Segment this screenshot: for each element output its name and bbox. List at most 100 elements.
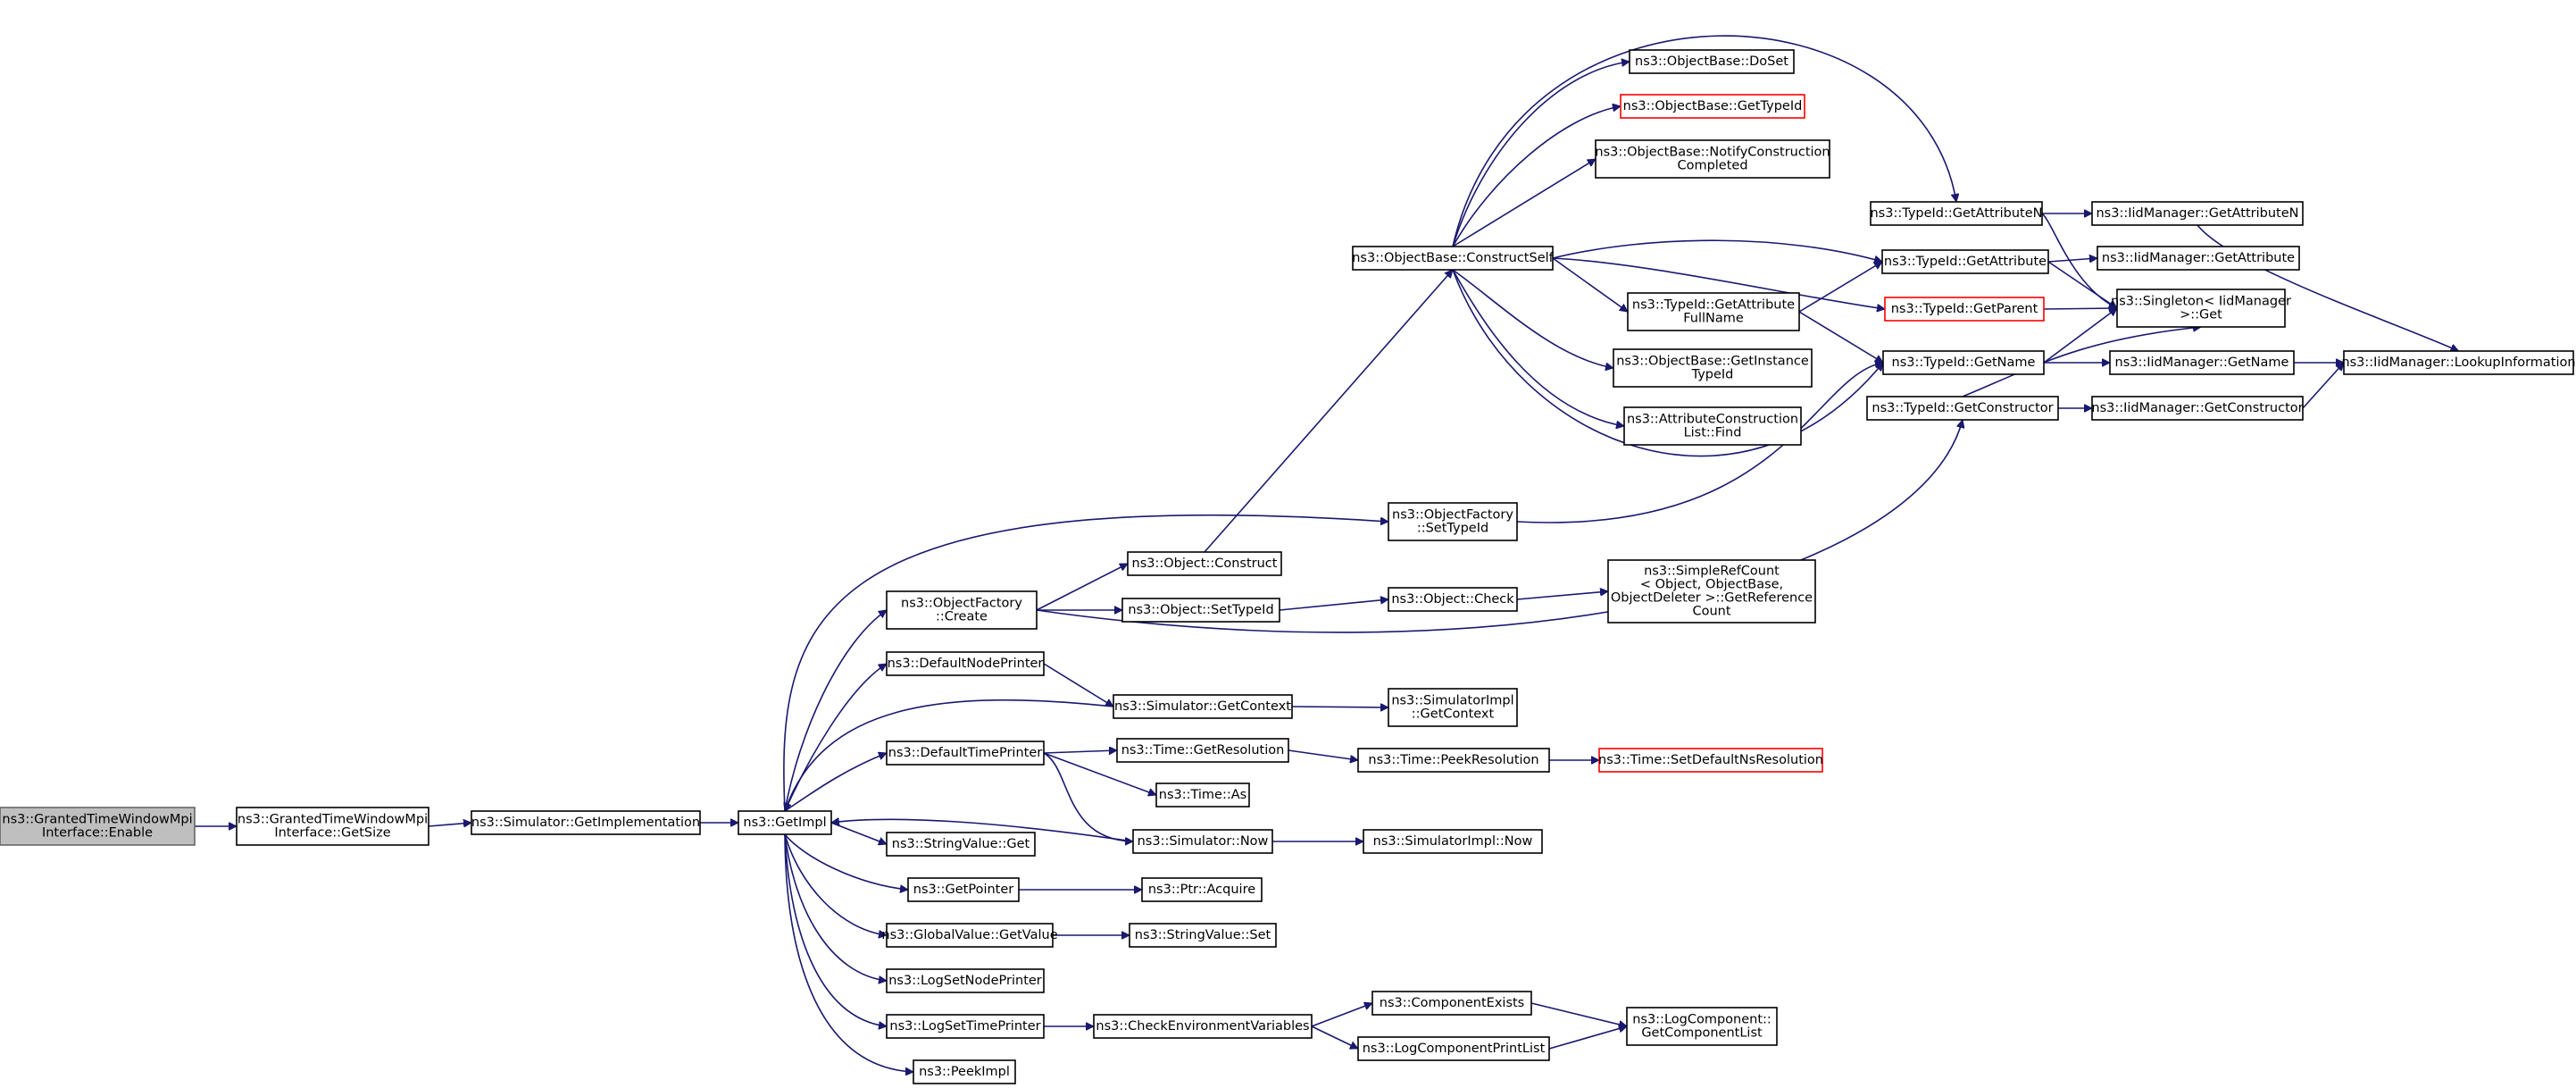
node-time_peekres[interactable]: ns3::Time::PeekResolution (1357, 748, 1550, 773)
node-label: ns3::LogComponent:: (1632, 1013, 1772, 1027)
node-label: ns3::TypeId::GetAttributeN (1870, 206, 2042, 221)
node-ptr_acquire[interactable]: ns3::Ptr::Acquire (1141, 877, 1263, 902)
node-getsize[interactable]: ns3::GrantedTimeWindowMpiInterface::GetS… (236, 807, 429, 846)
node-label: ns3::ObjectBase::GetTypeId (1623, 99, 1803, 113)
node-label: ns3::TypeId::GetParent (1891, 302, 2038, 316)
node-simimpl_getcontext[interactable]: ns3::SimulatorImpl::GetContext (1388, 688, 1518, 727)
edge-getimpl-to-of_settypeid (783, 514, 1388, 812)
node-label: ns3::GrantedTimeWindowMpi (238, 813, 428, 827)
node-iid_getname[interactable]: ns3::IidManager::GetName (2109, 350, 2295, 375)
node-logsettime[interactable]: ns3::LogSetTimePrinter (886, 1014, 1045, 1039)
node-peekimpl[interactable]: ns3::PeekImpl (913, 1059, 1016, 1084)
node-iid_lookup[interactable]: ns3::IidManager::LookupInformation (2341, 350, 2576, 375)
edge-time_getres-to-time_peekres (1288, 749, 1358, 760)
node-time_setdefault[interactable]: ns3::Time::SetDefaultNsResolution (1598, 748, 1823, 773)
node-getimpl[interactable]: ns3::GetImpl (738, 810, 832, 835)
node-label: ns3::LogComponentPrintList (1363, 1042, 1546, 1056)
node-box (1884, 297, 2045, 322)
node-defnodeprinter[interactable]: ns3::DefaultNodePrinter (886, 651, 1045, 676)
node-of_create[interactable]: ns3::ObjectFactory::Create (886, 590, 1038, 630)
node-getpointer[interactable]: ns3::GetPointer (907, 877, 1020, 902)
node-sim_getcontext[interactable]: ns3::Simulator::GetContext (1113, 694, 1293, 719)
node-simimpl_now[interactable]: ns3::SimulatorImpl::Now (1363, 829, 1543, 854)
node-label: ns3::Simulator::GetContext (1114, 699, 1291, 714)
node-label: ns3::DefaultTimePrinter (888, 746, 1042, 760)
node-tid_getname[interactable]: ns3::TypeId::GetName (1882, 350, 2045, 375)
node-tid_getctor[interactable]: ns3::TypeId::GetConstructor (1866, 396, 2059, 421)
node-ob_constructself[interactable]: ns3::ObjectBase::ConstructSelf (1352, 246, 1555, 271)
node-obj_construct[interactable]: ns3::Object::Construct (1127, 551, 1282, 576)
node-gv_getvalue[interactable]: ns3::GlobalValue::GetValue (881, 923, 1058, 948)
node-compexists[interactable]: ns3::ComponentExists (1371, 991, 1532, 1016)
node-label: ns3::Object::Construct (1132, 557, 1278, 571)
node-box (907, 877, 1020, 902)
node-box (1388, 502, 1518, 541)
node-sim_now[interactable]: ns3::Simulator::Now (1132, 829, 1273, 854)
node-tid_getattrn[interactable]: ns3::TypeId::GetAttributeN (1870, 201, 2043, 226)
node-getimpl_sim[interactable]: ns3::Simulator::GetImplementation (471, 810, 701, 835)
node-enable[interactable]: ns3::GrantedTimeWindowMpiInterface::Enab… (0, 807, 196, 846)
node-obj_settypeid[interactable]: ns3::Object::SetTypeId (1121, 598, 1280, 623)
edge-getsize-to-getimpl_sim (428, 823, 471, 826)
node-ob_doset[interactable]: ns3::ObjectBase::DoSet (1629, 49, 1795, 74)
node-time_getres[interactable]: ns3::Time::GetResolution (1116, 738, 1289, 763)
node-logsetnode[interactable]: ns3::LogSetNodePrinter (886, 968, 1045, 993)
node-label: ns3::GetPointer (913, 883, 1014, 897)
node-box (0, 807, 196, 846)
node-iid_getattr[interactable]: ns3::IidManager::GetAttribute (2097, 246, 2300, 271)
node-label: ns3::IidManager::GetAttribute (2102, 251, 2295, 265)
node-box (1866, 396, 2059, 421)
node-box (1129, 923, 1277, 948)
edge-tid_getattrfull-to-tid_getname (1798, 311, 1883, 364)
node-box (1870, 201, 2043, 226)
node-of_settypeid[interactable]: ns3::ObjectFactory::SetTypeId (1388, 502, 1518, 541)
node-label: ns3::Object::SetTypeId (1128, 603, 1273, 617)
node-deftimeprinter[interactable]: ns3::DefaultTimePrinter (886, 741, 1045, 766)
edge-getimpl-to-peekimpl (784, 833, 913, 1072)
node-iid_getctor[interactable]: ns3::IidManager::GetConstructor (2091, 396, 2304, 421)
node-iid_getattrn[interactable]: ns3::IidManager::GetAttributeN (2091, 201, 2304, 226)
edge-ob_constructself-to-ob_notify (1452, 158, 1596, 247)
node-box (1626, 1007, 1778, 1046)
node-sv_set[interactable]: ns3::StringValue::Set (1129, 923, 1277, 948)
edge-getimpl-to-defnodeprinter (784, 663, 887, 812)
node-label: ObjectDeleter >::GetReference (1611, 591, 1813, 606)
node-time_as[interactable]: ns3::Time::As (1155, 783, 1250, 808)
node-logcomp_getlist[interactable]: ns3::LogComponent::GetComponentList (1626, 1007, 1778, 1046)
edge-obj_settypeid-to-obj_check (1279, 599, 1388, 611)
node-label: ns3::IidManager::LookupInformation (2341, 356, 2575, 370)
node-singleton_get[interactable]: ns3::Singleton< IidManager >::Get (2111, 289, 2291, 328)
edge-obj_check-to-simplerefcount (1516, 591, 1608, 600)
edge-tid_getparent-to-singleton_get (2043, 308, 2117, 309)
node-box (886, 968, 1045, 993)
node-logcompprint[interactable]: ns3::LogComponentPrintList (1357, 1036, 1550, 1061)
node-ob_notify[interactable]: ns3::ObjectBase::NotifyConstructionCompl… (1595, 139, 1830, 179)
node-label: >::Get (2180, 308, 2222, 322)
node-box (2097, 246, 2300, 271)
node-label: ns3::LogSetNodePrinter (888, 974, 1042, 988)
node-box (1357, 748, 1550, 773)
node-box (1388, 688, 1518, 727)
node-box (1357, 1036, 1550, 1061)
node-obj_check[interactable]: ns3::Object::Check (1388, 587, 1518, 612)
node-box (1607, 559, 1816, 624)
node-tid_getattr[interactable]: ns3::TypeId::GetAttribute (1881, 249, 2049, 274)
edge-ob_constructself-to-tid_getattrn (1452, 35, 1956, 247)
node-sv_get[interactable]: ns3::StringValue::Get (886, 832, 1036, 857)
node-tid_getparent[interactable]: ns3::TypeId::GetParent (1884, 297, 2045, 322)
node-box (236, 807, 429, 846)
node-box (1371, 991, 1532, 1016)
node-label: GetComponentList (1641, 1026, 1763, 1041)
edge-getimpl-to-logsetnode (784, 833, 887, 981)
node-checkenv[interactable]: ns3::CheckEnvironmentVariables (1093, 1014, 1313, 1039)
node-box (913, 1059, 1016, 1084)
node-box (1093, 1014, 1313, 1039)
node-ob_gettypeid[interactable]: ns3::ObjectBase::GetTypeId (1620, 94, 1805, 119)
node-simplerefcount[interactable]: ns3::SimpleRefCount< Object, ObjectBase,… (1607, 559, 1816, 624)
node-label: ::Create (936, 610, 988, 624)
node-box (1121, 598, 1280, 623)
node-label: ns3::GrantedTimeWindowMpi (2, 813, 192, 827)
